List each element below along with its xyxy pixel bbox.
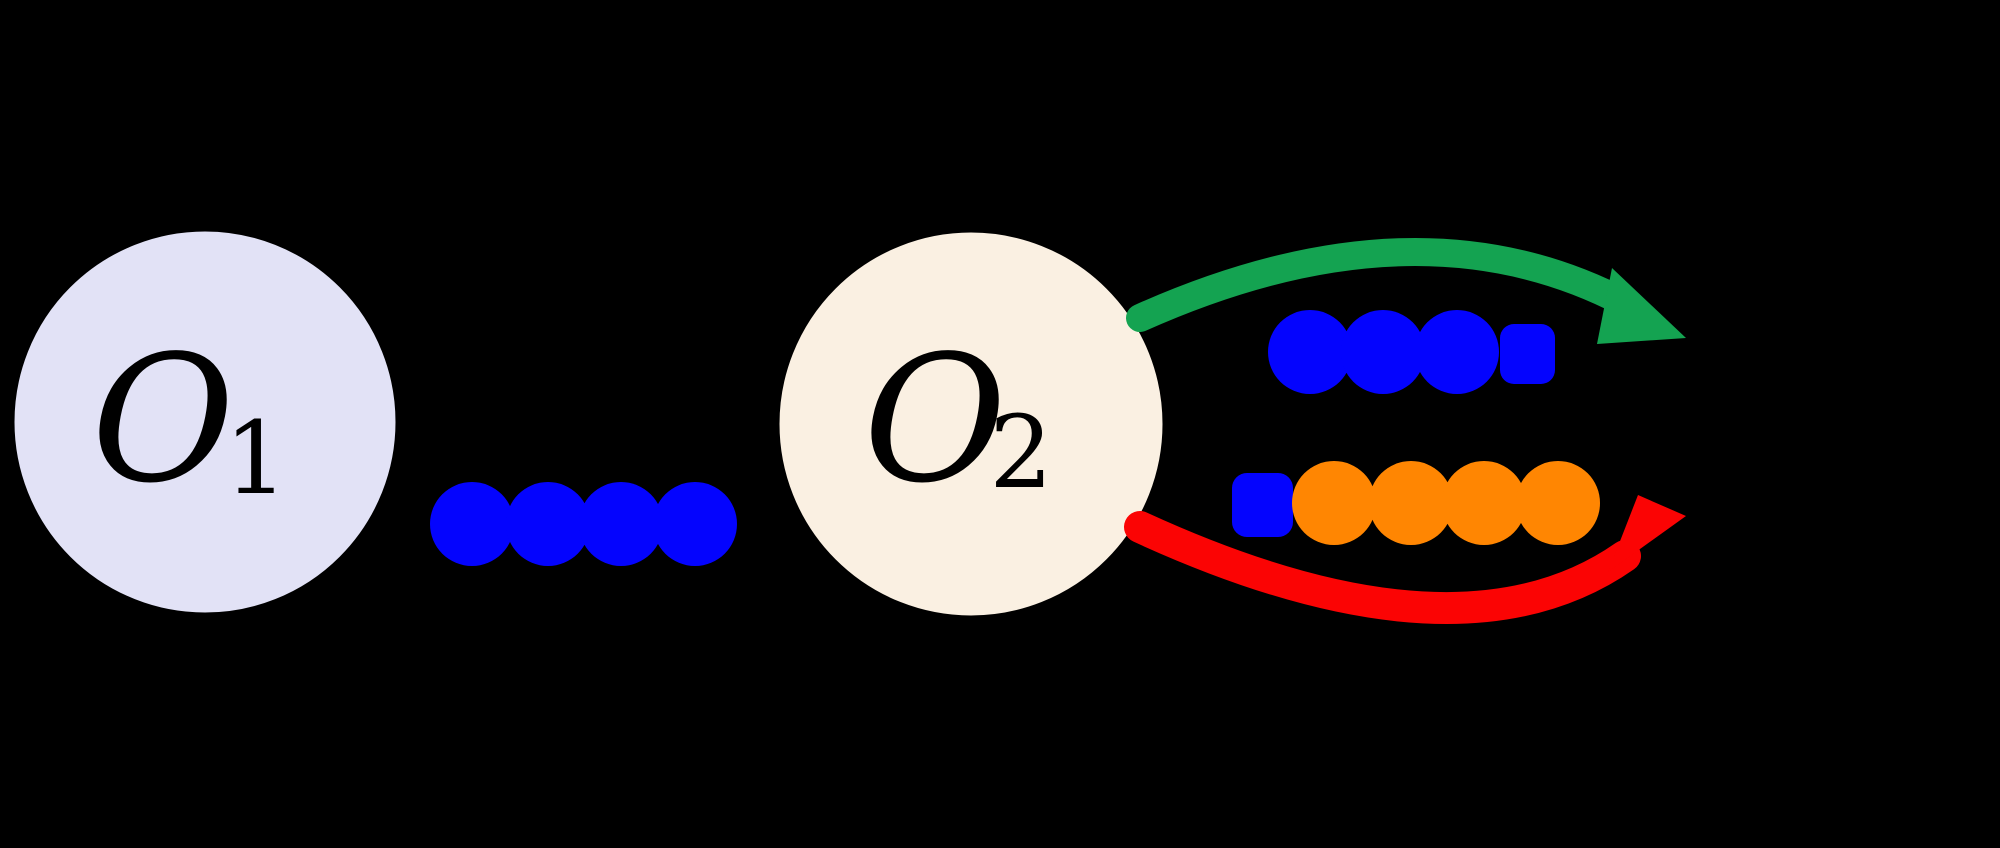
dot [1516, 461, 1600, 545]
dot [579, 482, 663, 566]
dot [1341, 310, 1425, 394]
node-o2-subscript: 2 [989, 394, 1053, 511]
red-arrow-curve [1124, 511, 1641, 625]
node-o1: O 1 [7, 224, 403, 620]
node-o2-label: O [863, 319, 1006, 522]
dot [1292, 461, 1376, 545]
dot-small [1500, 324, 1555, 384]
green-curved-arrow [1126, 238, 1686, 344]
dot [1369, 461, 1453, 545]
node-o2: O 2 [772, 225, 1170, 623]
dot [1415, 310, 1499, 394]
dot-small [1232, 473, 1293, 537]
dot [653, 482, 737, 566]
dot [506, 482, 590, 566]
node-o1-subscript: 1 [224, 400, 288, 517]
node-o1-label: O [91, 319, 234, 522]
node-o2-circle [772, 225, 1170, 623]
dotted-line-top-right [1268, 310, 1555, 394]
dot [1268, 310, 1352, 394]
dot [1442, 461, 1526, 545]
dotted-line-o1-o2 [430, 482, 737, 566]
node-o1-circle [7, 224, 403, 620]
dot [430, 482, 514, 566]
red-arrowhead-icon [1608, 495, 1686, 572]
green-arrowhead-icon [1597, 268, 1686, 344]
red-curved-arrow [1124, 495, 1686, 625]
dotted-line-bottom-right [1232, 461, 1600, 545]
green-arrow-curve [1126, 238, 1639, 332]
